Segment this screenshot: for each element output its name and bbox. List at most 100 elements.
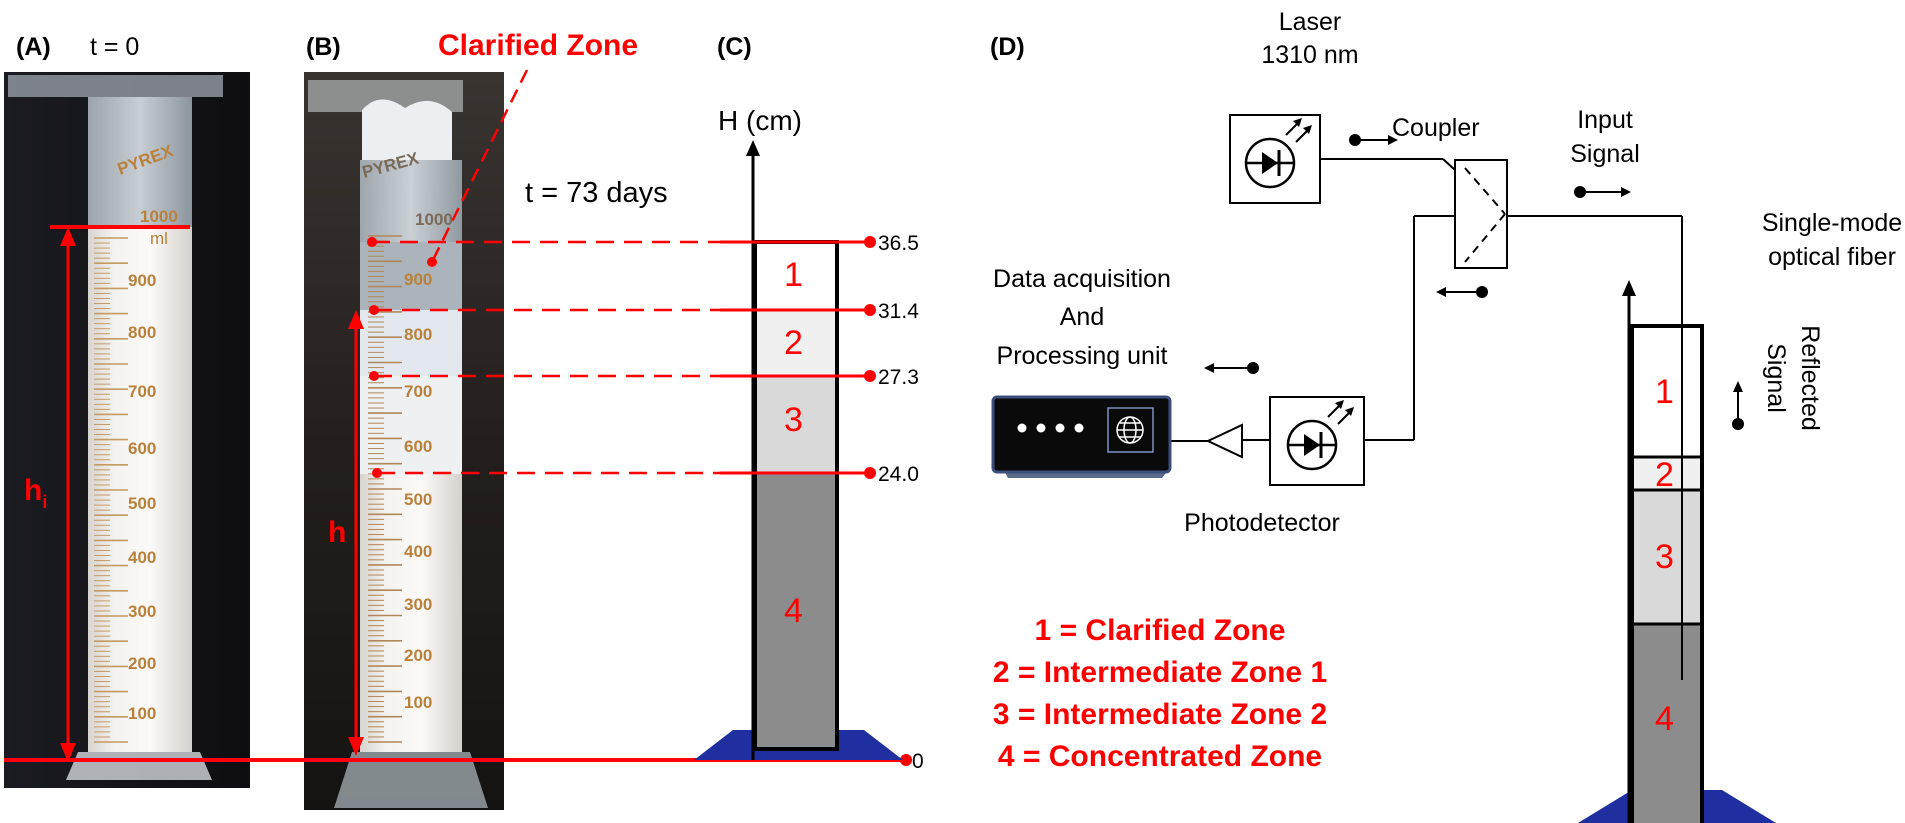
reflected-signal-arrow-icon xyxy=(1732,381,1744,430)
clarified-zone-label: Clarified Zone xyxy=(438,29,638,62)
cylinder-a-top-plate xyxy=(8,75,223,97)
zone-number: 2 xyxy=(1655,456,1674,494)
grad-label: 100 xyxy=(128,704,156,723)
arrow-head-up xyxy=(348,310,364,329)
panel-b-label: (B) xyxy=(306,33,341,61)
globe-icon xyxy=(1116,416,1144,444)
arrow-head-down xyxy=(348,737,364,756)
initial-height-label: hi xyxy=(24,474,47,512)
level-value: 24.0 xyxy=(878,463,919,486)
laser-wavelength: 1310 nm xyxy=(1261,41,1358,69)
photo-a: PYREX 1000 ml 900 800 700 600 500 400 30… xyxy=(4,72,250,788)
column-d-zone-2 xyxy=(1634,457,1700,490)
connector-dot xyxy=(369,371,379,381)
cylinder-a-base xyxy=(66,752,212,780)
level-value: 27.3 xyxy=(878,366,919,389)
signal-arrow-right-icon xyxy=(1349,134,1398,146)
panel-b: (B) Clarified Zone t = 73 days PYREX 100… xyxy=(304,29,668,810)
cylinder-b-top-mark: 1000 xyxy=(415,210,453,229)
amplifier-icon xyxy=(1205,423,1243,459)
grad-label: 200 xyxy=(128,654,156,673)
axis-arrow-icon xyxy=(1622,280,1636,296)
daq-unit xyxy=(991,395,1172,478)
zone-number: 1 xyxy=(784,256,803,294)
daq-label-line2: And xyxy=(1060,303,1104,331)
panel-a: (A) t = 0 PYREX 1000 ml 900 800 700 600 … xyxy=(4,33,250,788)
arrow-head-up xyxy=(60,227,76,246)
cylinder-b-base xyxy=(334,752,488,808)
level-dot xyxy=(864,467,876,479)
level-value: 31.4 xyxy=(878,300,919,323)
zone-number: 1 xyxy=(1655,373,1674,411)
return-signal-arrow-icon xyxy=(1436,286,1488,298)
coupler-box xyxy=(1454,159,1508,269)
zone-number: 3 xyxy=(784,401,803,439)
coupler-split xyxy=(1464,213,1506,263)
fiber-label-line1: Single-mode xyxy=(1762,209,1902,237)
grad-label: 300 xyxy=(404,595,432,614)
daq-label-line3: Processing unit xyxy=(997,342,1168,370)
column-d-outline xyxy=(1630,324,1704,823)
panel-c-label: (C) xyxy=(717,33,752,61)
column-c-zone-1 xyxy=(757,242,835,310)
column-c-zone-4 xyxy=(757,473,835,749)
zone-legend: 1 = Clarified Zone 2 = Intermediate Zone… xyxy=(993,614,1327,773)
photodetector-label: Photodetector xyxy=(1184,509,1340,537)
grad-label: 300 xyxy=(128,602,156,621)
cylinder-b-ticks xyxy=(368,235,402,743)
reflected-signal-line2: Signal xyxy=(1762,343,1790,413)
coupler-label: Coupler xyxy=(1392,114,1480,142)
grad-label: 900 xyxy=(404,270,432,289)
height-label: h xyxy=(328,516,346,549)
coupler-entry xyxy=(1442,158,1456,171)
column-d-zone-1 xyxy=(1634,326,1700,457)
laser-title: Laser xyxy=(1279,8,1342,36)
legend-item: 2 = Intermediate Zone 1 xyxy=(993,656,1327,689)
grad-label: 500 xyxy=(128,494,156,513)
cylinder-a-ml: ml xyxy=(150,229,168,248)
daq-signal-arrow-icon xyxy=(1204,362,1259,374)
clarified-zone-pointer xyxy=(430,69,529,263)
zone-number: 3 xyxy=(1655,538,1674,576)
cylinder-b-intermediate-1 xyxy=(360,310,462,376)
column-d-zone-4 xyxy=(1634,624,1700,823)
zone-number: 4 xyxy=(1655,700,1674,738)
cylinder-b-concentrated xyxy=(360,474,462,752)
grad-label: 100 xyxy=(404,693,432,712)
cylinder-a-graduations: 900 800 700 600 500 400 300 200 100 xyxy=(128,271,156,723)
connector-dot xyxy=(372,468,382,478)
arrow-head-down xyxy=(60,743,76,762)
connector-dot xyxy=(367,237,377,247)
grad-label: 400 xyxy=(128,548,156,567)
grad-label: 900 xyxy=(128,271,156,290)
level-dot xyxy=(864,236,876,248)
cylinder-a-glass xyxy=(88,97,192,227)
grad-label: 600 xyxy=(128,439,156,458)
pointer-dot xyxy=(427,257,437,267)
ground-dot xyxy=(900,754,912,766)
level-dot xyxy=(864,304,876,316)
cylinder-b-glass xyxy=(360,160,462,242)
grad-label: 500 xyxy=(404,490,432,509)
column-c-zone-2 xyxy=(757,310,835,376)
panel-b-time: t = 73 days xyxy=(525,177,668,209)
grad-label: 800 xyxy=(404,325,432,344)
legend-item: 3 = Intermediate Zone 2 xyxy=(993,698,1327,731)
grad-label: 600 xyxy=(404,437,432,456)
grad-label: 700 xyxy=(404,382,432,401)
axis-arrow-icon xyxy=(746,140,760,156)
column-c-zone-3 xyxy=(757,376,835,473)
cylinder-a-top-mark: 1000 xyxy=(140,207,178,226)
fiber-label-line2: optical fiber xyxy=(1768,243,1896,271)
zone-number: 2 xyxy=(784,324,803,362)
legend-item: 1 = Clarified Zone xyxy=(1035,614,1286,647)
input-signal-line2: Signal xyxy=(1570,140,1640,168)
reflected-signal-line1: Reflected xyxy=(1796,325,1824,431)
coupler-split xyxy=(1464,167,1506,215)
level-dot xyxy=(864,370,876,382)
legend-item: 4 = Concentrated Zone xyxy=(998,740,1322,773)
cylinder-b-graduations: 900 800 700 600 500 400 300 200 100 xyxy=(404,270,432,712)
cylinder-b-cap xyxy=(362,99,452,160)
cylinder-a-ticks xyxy=(94,237,128,743)
